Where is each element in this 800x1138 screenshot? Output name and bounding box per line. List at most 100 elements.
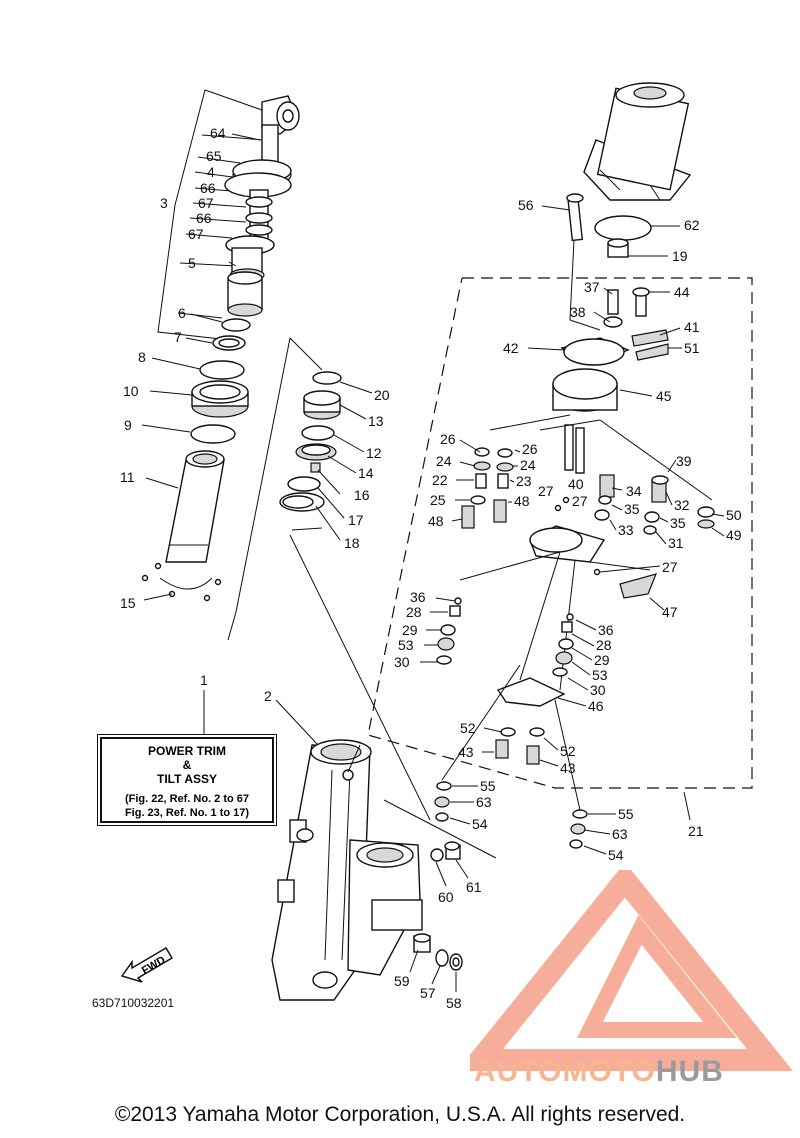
callout-18: 18 — [344, 535, 360, 551]
callout-66b: 66 — [196, 210, 212, 226]
callout-59: 59 — [394, 973, 410, 989]
callout-37: 37 — [584, 279, 600, 295]
bottom-fasteners — [434, 664, 588, 849]
copyright-notice: ©2013 Yamaha Motor Corporation, U.S.A. A… — [114, 1103, 686, 1126]
callout-31: 31 — [668, 535, 684, 551]
callout-13: 13 — [368, 413, 384, 429]
callout-6: 6 — [178, 305, 186, 321]
callout-30b: 30 — [590, 682, 606, 698]
callout-61: 61 — [466, 879, 482, 895]
callout-41: 41 — [684, 319, 700, 335]
automotohub-logo-icon — [470, 870, 793, 1071]
callout-56: 56 — [518, 197, 534, 213]
cylinder — [141, 450, 225, 602]
bracket-lines — [157, 89, 265, 341]
callout-26b: 26 — [522, 441, 538, 457]
callout-49: 49 — [726, 527, 742, 543]
callout-14: 14 — [358, 465, 374, 481]
callout-36b: 36 — [598, 622, 614, 638]
callout-23: 23 — [516, 473, 532, 489]
callout-51: 51 — [684, 340, 700, 356]
callout-26: 26 — [440, 431, 456, 447]
callout-66: 66 — [200, 180, 216, 196]
callout-40: 40 — [568, 476, 584, 492]
callout-52b: 52 — [560, 743, 576, 759]
watermark-part2: HUB — [655, 1055, 724, 1088]
fittings — [383, 799, 497, 971]
center-bracket-lines — [227, 337, 431, 821]
callout-53: 53 — [398, 637, 414, 653]
callout-27c: 27 — [662, 559, 678, 575]
callout-27b: 27 — [572, 493, 588, 509]
group-boundary — [367, 277, 753, 789]
callout-27: 27 — [538, 483, 554, 499]
callout-38: 38 — [570, 304, 586, 320]
callout-34: 34 — [626, 483, 642, 499]
ref-title-3: TILT ASSY — [157, 772, 217, 786]
callout-48b: 48 — [514, 493, 530, 509]
callout-8: 8 — [138, 349, 146, 365]
motor-fasteners — [566, 193, 652, 258]
callout-17: 17 — [348, 512, 364, 528]
callout-9: 9 — [124, 417, 132, 433]
valve-housing — [459, 496, 658, 691]
callout-25: 25 — [430, 492, 446, 508]
reference-box: POWER TRIM & TILT ASSY (Fig. 22, Ref. No… — [97, 734, 277, 826]
tilt-rod-assembly — [224, 95, 300, 317]
callout-43b: 43 — [560, 760, 576, 776]
callout-62: 62 — [684, 217, 700, 233]
lower-valve-parts — [436, 597, 574, 765]
ref-line-2: Fig. 23, Ref. No. 1 to 17) — [124, 807, 250, 819]
callout-35: 35 — [624, 501, 640, 517]
callout-33: 33 — [618, 522, 634, 538]
callout-4: 4 — [207, 164, 215, 180]
callout-67b: 67 — [188, 226, 204, 242]
callout-58: 58 — [446, 995, 462, 1011]
drawing-code: 63D710032201 — [92, 996, 175, 1010]
callout-67: 67 — [198, 195, 214, 211]
callout-57: 57 — [420, 985, 436, 1001]
callout-29b: 29 — [594, 652, 610, 668]
ref-line-1: (Fig. 22, Ref. No. 2 to 67 — [124, 793, 250, 805]
leader-lines — [141, 133, 725, 992]
callout-55b: 55 — [618, 806, 634, 822]
callout-1: 1 — [200, 672, 208, 688]
callout-42: 42 — [503, 340, 519, 356]
callout-24: 24 — [436, 453, 452, 469]
callout-39: 39 — [676, 453, 692, 469]
check-valves-springs — [461, 447, 715, 535]
ref-title-1: POWER TRIM — [148, 744, 226, 758]
trim-motor — [583, 82, 692, 201]
callout-2: 2 — [264, 688, 272, 704]
callout-7: 7 — [174, 329, 182, 345]
valve-block-assembly — [489, 239, 713, 501]
callout-11: 11 — [120, 469, 135, 485]
callout-48: 48 — [428, 513, 444, 529]
callout-63b: 63 — [612, 826, 628, 842]
callout-46: 46 — [588, 698, 604, 714]
callout-3: 3 — [160, 195, 168, 211]
watermark-part1: AUTOMOTO — [474, 1055, 656, 1088]
callout-65: 65 — [206, 148, 222, 164]
callout-28: 28 — [406, 604, 422, 620]
callout-15: 15 — [120, 595, 136, 611]
callout-47: 47 — [662, 604, 678, 620]
callout-64: 64 — [210, 125, 226, 141]
ref-title-2: & — [182, 758, 192, 772]
watermark-text: AUTOMOTOHUB — [474, 1055, 724, 1089]
callout-54b: 54 — [608, 847, 624, 863]
callout-21: 21 — [688, 823, 704, 839]
callout-28b: 28 — [596, 637, 612, 653]
main-housing — [271, 739, 423, 1001]
callout-52: 52 — [460, 720, 476, 736]
callout-labels: 64 65 4 66 3 67 66 67 5 6 7 8 10 9 11 15… — [120, 125, 742, 1011]
fwd-arrow-icon: FWD — [120, 946, 174, 983]
callout-36: 36 — [410, 589, 426, 605]
callout-54: 54 — [472, 816, 488, 832]
callout-53b: 53 — [592, 667, 608, 683]
callout-29: 29 — [402, 622, 418, 638]
piston-seals — [190, 318, 251, 444]
callout-50: 50 — [726, 507, 742, 523]
relief-valve-parts — [279, 371, 342, 512]
